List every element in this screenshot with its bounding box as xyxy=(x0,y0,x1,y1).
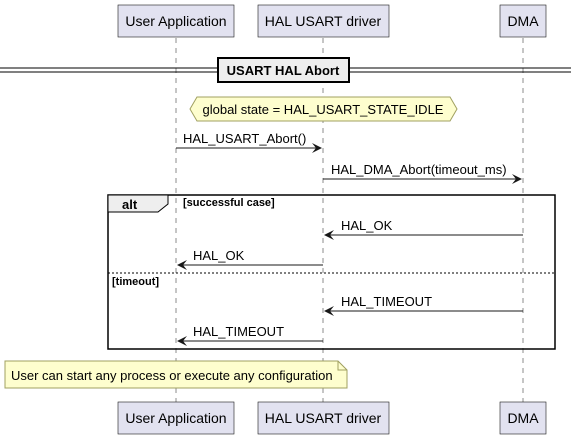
state-note-label: global state = HAL_USART_STATE_IDLE xyxy=(203,102,444,117)
message-label: HAL_DMA_Abort(timeout_ms) xyxy=(331,162,507,177)
message-dma-hal-ok: HAL_OK xyxy=(324,218,523,240)
final-note: User can start any process or execute an… xyxy=(4,360,348,389)
guard-successful-case: [successful case] xyxy=(183,197,275,209)
participant-bottom-user-application: User Application xyxy=(117,401,235,435)
state-note: global state = HAL_USART_STATE_IDLE xyxy=(189,96,458,122)
divider-label: USART HAL Abort xyxy=(227,63,340,78)
participant-top-user-application: User Application xyxy=(117,4,235,38)
message-return-hal-timeout: HAL_TIMEOUT xyxy=(177,324,323,346)
participant-bottom-hal-usart-driver: HAL USART driver xyxy=(257,401,390,435)
participant-top-hal-usart-driver: HAL USART driver xyxy=(257,4,390,38)
participant-label: DMA xyxy=(507,410,539,426)
message-label: HAL_OK xyxy=(341,218,393,233)
message-hal-dma-abort: HAL_DMA_Abort(timeout_ms) xyxy=(323,162,522,184)
message-return-hal-ok: HAL_OK xyxy=(177,248,323,270)
message-hal-usart-abort: HAL_USART_Abort() xyxy=(176,131,322,153)
message-dma-hal-timeout: HAL_TIMEOUT xyxy=(324,294,523,316)
participant-label: User Application xyxy=(125,13,226,29)
participant-label: HAL USART driver xyxy=(265,13,382,29)
guard-timeout: [timeout] xyxy=(112,276,159,288)
alt-keyword: alt xyxy=(122,197,138,212)
participant-label: HAL USART driver xyxy=(265,410,382,426)
divider-usart-hal-abort: USART HAL Abort xyxy=(0,57,571,83)
message-label: HAL_OK xyxy=(193,248,245,263)
alt-frame: alt [successful case] [timeout] xyxy=(107,194,556,350)
participant-bottom-dma: DMA xyxy=(499,401,547,435)
participant-top-dma: DMA xyxy=(499,4,547,38)
participant-label: DMA xyxy=(507,13,539,29)
message-label: HAL_TIMEOUT xyxy=(341,294,432,309)
final-note-label: User can start any process or execute an… xyxy=(11,368,333,383)
message-label: HAL_TIMEOUT xyxy=(193,324,284,339)
message-label: HAL_USART_Abort() xyxy=(183,131,306,146)
participant-label: User Application xyxy=(125,410,226,426)
